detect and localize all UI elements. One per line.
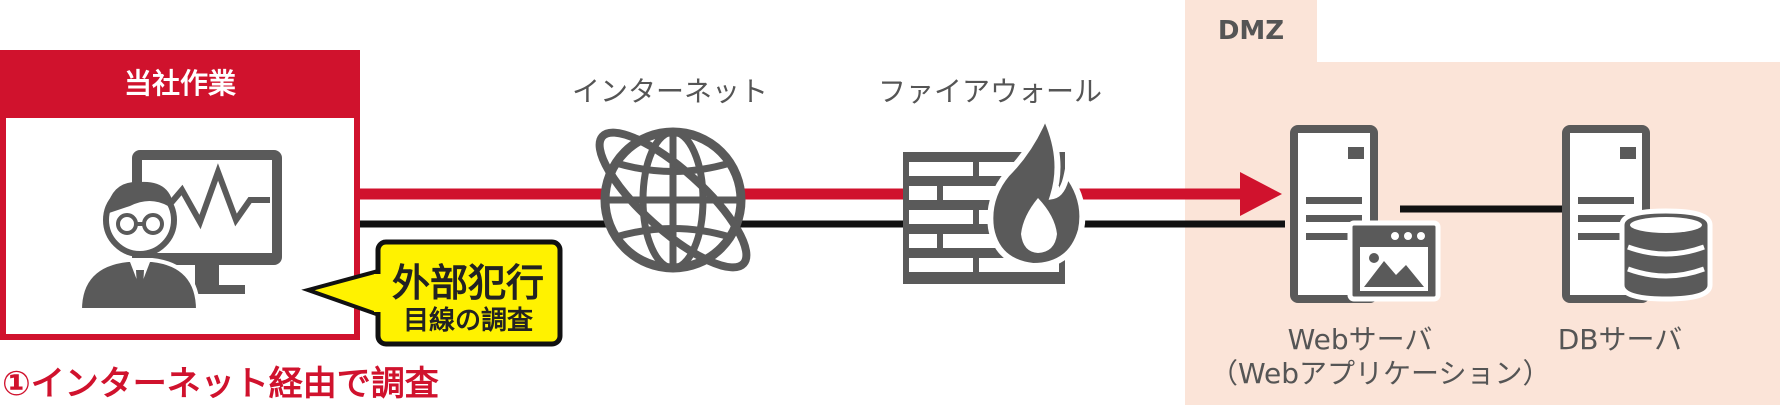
dmz-label: DMZ [1185, 0, 1317, 62]
globe-icon [595, 127, 751, 273]
callout-subtitle: 目線の調査 [402, 306, 533, 336]
analyst-icon [77, 150, 282, 312]
firewall-label: ファイアウォール [877, 75, 1102, 108]
step-title: ①インターネット経由で調査 [2, 364, 439, 404]
db-server-label: DBサーバ [1557, 323, 1683, 356]
web-server-label: Webサーバ [1287, 323, 1433, 356]
internet-label: インターネット [571, 75, 768, 108]
firewall-icon [903, 112, 1086, 284]
web-server-sublabel: （Webアプリケーション） [1210, 357, 1551, 390]
attack-arrowhead [1240, 172, 1282, 216]
callout-bubble [301, 239, 563, 347]
web-server-icon [1290, 125, 1441, 303]
company-title: 当社作業 [0, 50, 360, 118]
db-server-icon [1562, 125, 1713, 303]
callout-title: 外部犯行 [391, 261, 544, 305]
